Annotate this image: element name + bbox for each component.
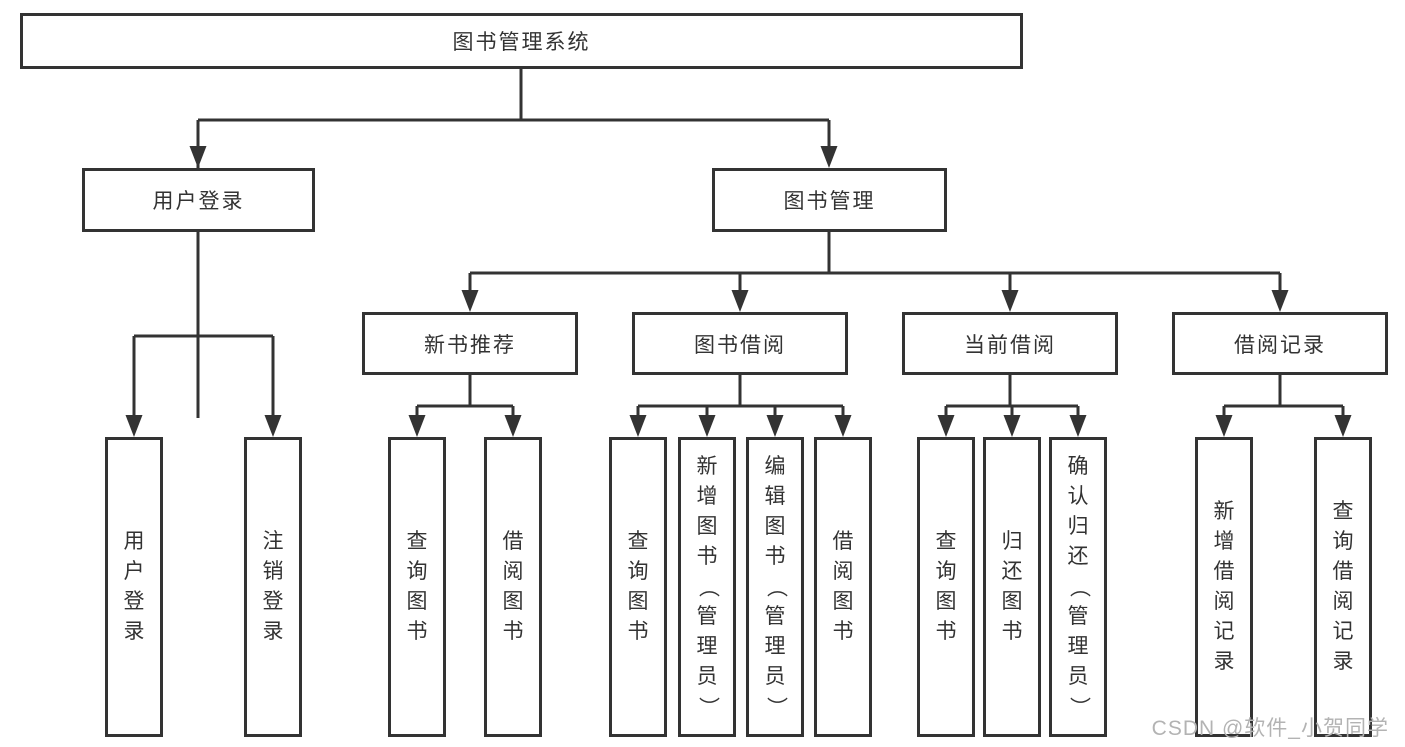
- leaf-add-borrow-record: 新增借阅记录: [1195, 437, 1253, 737]
- leaf-query-books-borrowing: 查询图书: [609, 437, 667, 737]
- node-label: 新书推荐: [424, 333, 516, 357]
- leaf-edit-books-admin: 编辑图书（管理员）: [746, 437, 804, 737]
- node-label: 图书借阅: [694, 333, 786, 357]
- leaf-confirm-return-admin: 确认归还（管理员）: [1049, 437, 1107, 737]
- connector-current-borrowing-children: [944, 375, 1080, 418]
- leaf-borrow-books-recommend: 借阅图书: [484, 437, 542, 737]
- leaf-query-books-recommend: 查询图书: [388, 437, 446, 737]
- connector-root-to-level2: [196, 68, 831, 418]
- leaf-logout-login: 注销登录: [244, 437, 302, 737]
- node-label: 借阅记录: [1234, 333, 1326, 357]
- leaf-user-login: 用户登录: [105, 437, 163, 737]
- connector-book-management-children: [468, 232, 1282, 292]
- connector-user-login-children: [132, 232, 275, 418]
- connector-borrowing-records-children: [1222, 375, 1345, 418]
- node-new-book-recommendation: 新书推荐: [362, 312, 578, 375]
- leaf-return-books: 归还图书: [983, 437, 1041, 737]
- node-label: 当前借阅: [964, 333, 1056, 357]
- watermark: CSDN @软件_小贺同学: [1151, 717, 1389, 740]
- node-book-management: 图书管理: [712, 168, 947, 232]
- node-user-login: 用户登录: [82, 168, 315, 232]
- node-library-management-system: 图书管理系统: [20, 13, 1023, 69]
- arrowhead-icons: [125, 146, 1352, 437]
- leaf-query-borrow-record: 查询借阅记录: [1314, 437, 1372, 737]
- node-current-borrowing: 当前借阅: [902, 312, 1118, 375]
- node-label: 用户登录: [152, 190, 245, 213]
- leaf-add-books-admin: 新增图书（管理员）: [678, 437, 736, 737]
- leaf-borrow-books-borrowing: 借阅图书: [814, 437, 872, 737]
- node-label: 图书管理: [783, 190, 876, 213]
- connector-new-book-children: [415, 375, 515, 418]
- node-label: 图书管理系统: [452, 31, 591, 54]
- node-book-borrowing: 图书借阅: [632, 312, 848, 375]
- leaf-query-books-current: 查询图书: [917, 437, 975, 737]
- node-borrowing-records: 借阅记录: [1172, 312, 1388, 375]
- connector-book-borrowing-children: [636, 375, 845, 418]
